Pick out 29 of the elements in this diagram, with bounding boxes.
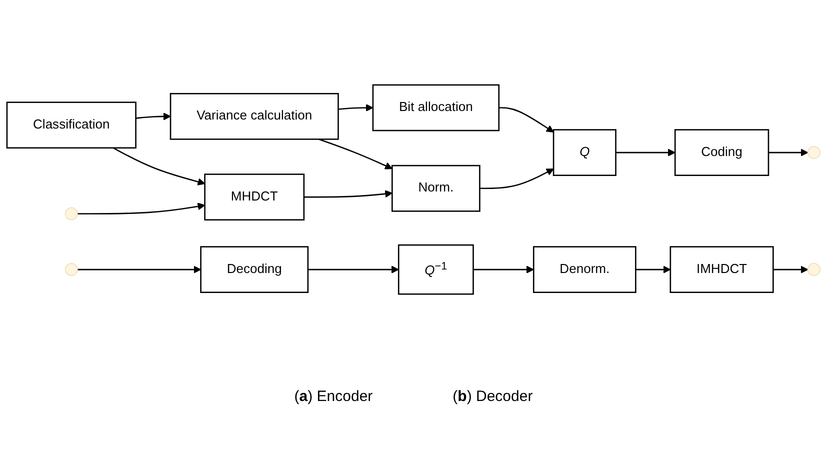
arrow [308,266,399,274]
arrow [77,266,202,274]
arrow [318,139,392,170]
node-box [170,93,339,140]
node-box [552,130,616,176]
node-box [200,246,309,294]
node-box [532,246,636,294]
panel-caption: (a) Encoder [294,388,373,405]
node-box [6,102,136,150]
arrow [136,113,171,121]
node-box [392,165,480,212]
arrow [480,169,554,190]
arrow [304,190,392,198]
node-box [372,84,500,132]
arrow [768,149,808,157]
arrow [338,104,374,112]
arrow [112,148,206,186]
arrow [616,149,676,157]
arrow [498,108,554,133]
node-box [398,244,474,296]
arrow [636,266,671,274]
node-box [670,246,774,294]
arrow [773,266,808,274]
block-diagram: Classification Variance calculation Bit allocation MHDCT Norm. Q Coding Decoding Q$^{−1}$ Denorm. IMHDCT [0,78,827,302]
node-box [674,130,770,176]
arrow [473,266,534,274]
node-box [204,174,305,221]
arrow [77,203,206,215]
panel-caption: (b) Decoder [452,388,533,405]
